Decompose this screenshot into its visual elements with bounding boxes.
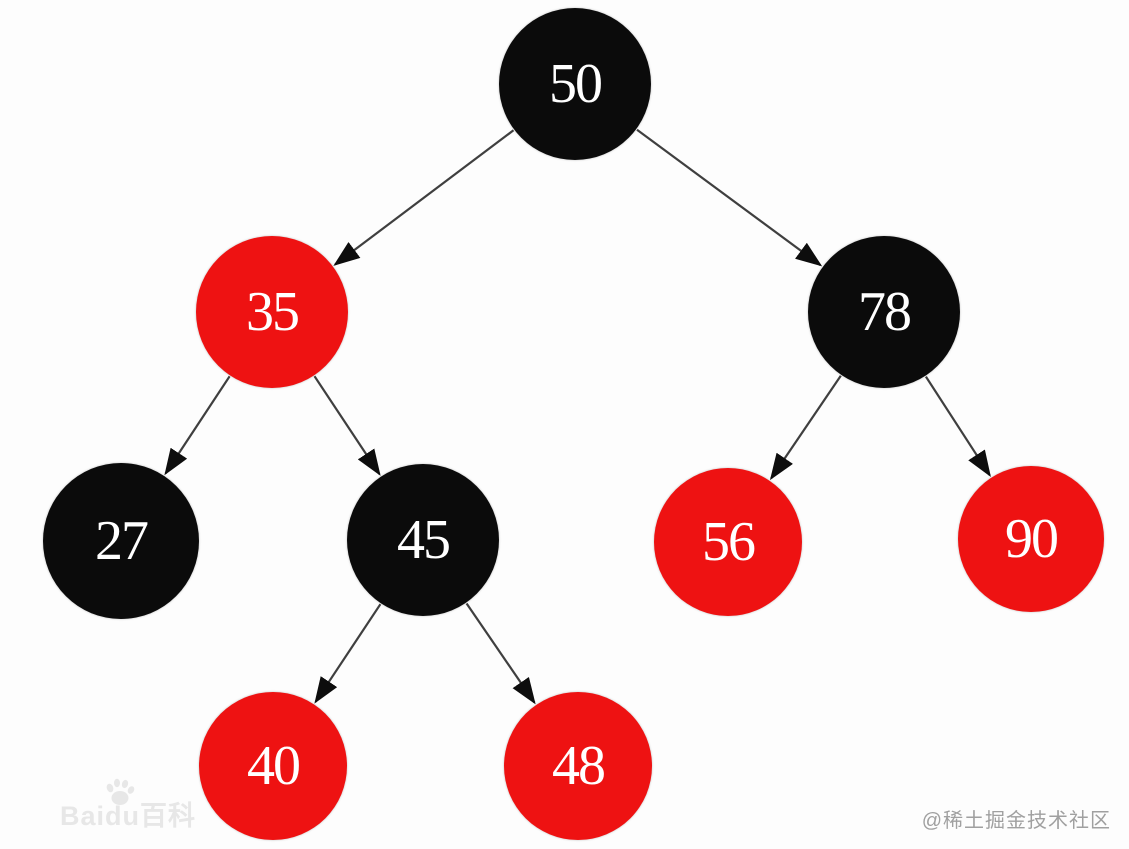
tree-node-78: 78 [808,236,960,388]
edges-group [164,128,991,705]
tree-node-90: 90 [958,466,1104,612]
tree-node-27: 27 [43,463,199,619]
edge-35-27 [164,375,231,476]
edge-78-90 [924,376,991,478]
baidu-paw-icon [102,778,138,815]
edge-45-48 [465,602,536,705]
edge-50-35 [333,129,515,266]
baidu-baike-label: Baidu百科 [60,801,197,831]
baidu-baike-watermark: Baidu百科 [60,778,197,833]
tree-node-35: 35 [196,236,348,388]
tree-node-40: 40 [199,692,347,840]
tree-node-45: 45 [347,464,499,616]
tree-node-56: 56 [654,468,802,616]
tree-node-48: 48 [504,692,652,840]
edge-78-56 [769,375,842,481]
edge-50-78 [636,128,823,267]
edge-35-45 [313,375,381,476]
community-credit-watermark: @稀土掘金技术社区 [921,810,1111,832]
tree-node-50: 50 [499,8,651,160]
edge-45-40 [314,603,382,704]
